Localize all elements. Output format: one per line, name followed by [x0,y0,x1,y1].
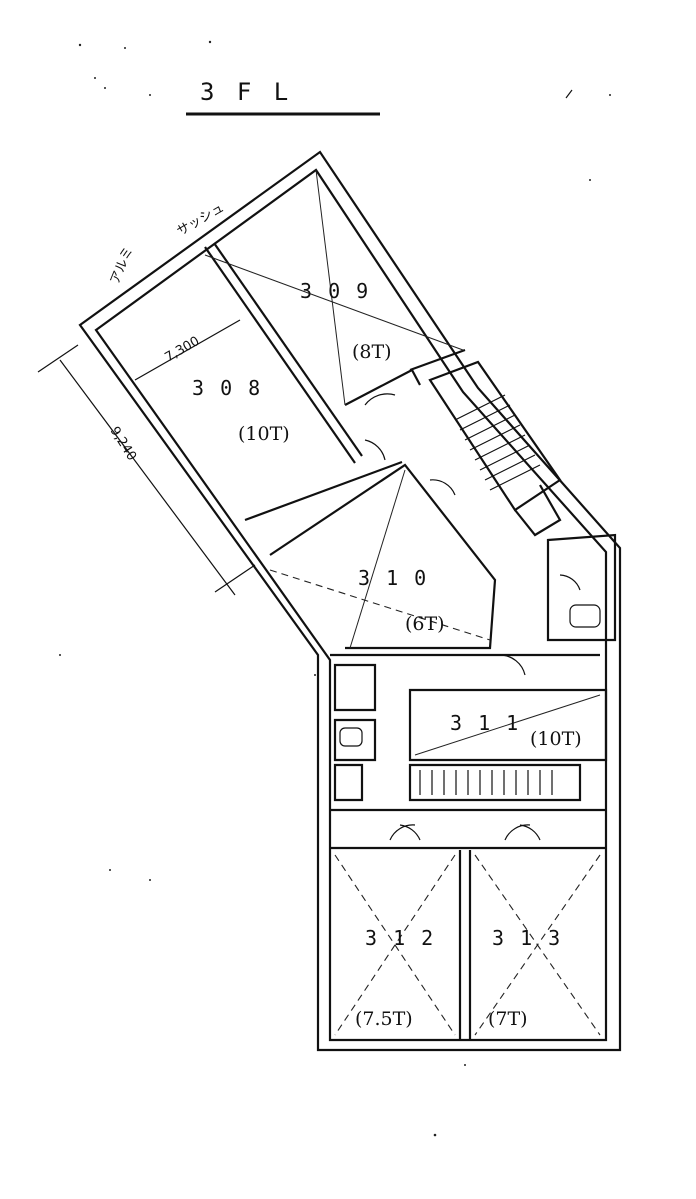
room-size: (10T) [530,728,582,750]
wall-310 [269,463,497,650]
wall-309-bottom [344,368,421,406]
room-size: (7.5T) [355,1008,413,1030]
stray-mark [565,89,573,99]
room-312: 3 1 2 (7.5T) [355,926,435,1030]
floor-title: 3 F L [200,78,292,106]
room-number: 3 1 1 [450,711,520,735]
room-number: 3 0 9 [300,279,370,303]
dimension-width: 7,300 [163,334,203,366]
dimension-lines [37,319,256,596]
inner-wall [94,168,608,1042]
room-number: 3 0 8 [192,376,262,400]
wc-block [546,533,617,642]
wall-308-bottom [244,460,403,522]
shaft-1 [333,663,377,712]
stair-lower [408,763,582,802]
shaft-2 [333,718,377,762]
room-size: (10T) [238,423,290,445]
room-number: 3 1 3 [492,926,562,950]
room-308: 3 0 8 (10T) [192,376,290,445]
dimension-length: 9,240 [107,424,139,464]
room-size: (8T) [352,341,392,363]
door-swings [364,393,581,841]
stair-treads [419,394,553,795]
room-311: 3 1 1 (10T) [450,711,582,750]
room-309: 3 0 9 (8T) [300,279,392,363]
room-number: 3 1 0 [358,566,428,590]
sink-icon [339,727,363,747]
sash-note: サッシュ [175,200,228,239]
toilet-icon [569,604,601,628]
room-313: 3 1 3 (7T) [488,926,562,1030]
room-310: 3 1 0 (6T) [358,566,445,635]
wall-308-309 [204,246,356,464]
scan-noise [59,40,611,1137]
room-size: (6T) [405,613,445,635]
aluminum-note: アルミ [108,245,136,287]
wall-311 [408,688,608,762]
room-number: 3 1 2 [365,926,435,950]
shaft-3 [333,763,364,802]
room-diagonals [204,169,601,1036]
outer-wall [78,150,622,1052]
room-size: (7T) [488,1008,528,1030]
